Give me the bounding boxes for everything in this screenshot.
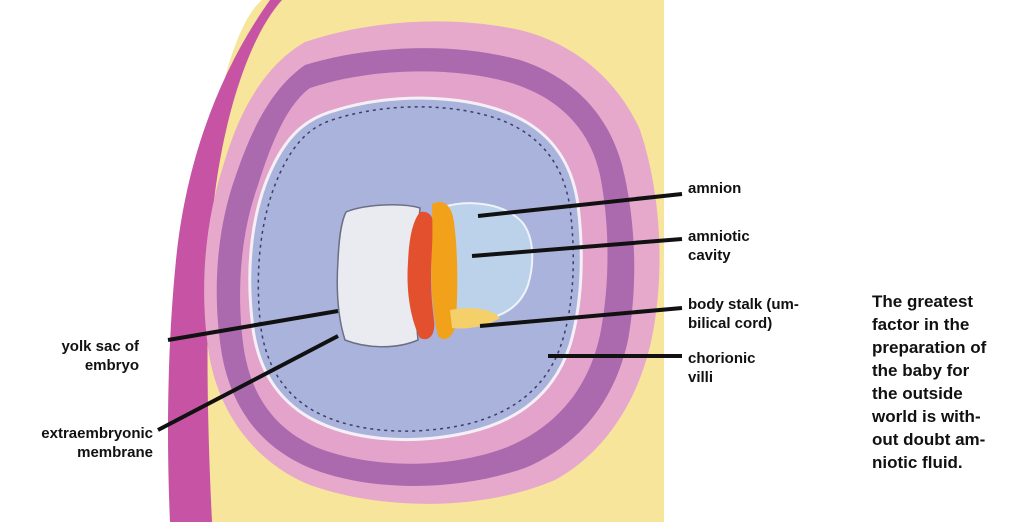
label-extraembryonic-membrane: extraembryonic membrane	[41, 424, 153, 462]
label-amniotic-cavity: amniotic cavity	[688, 227, 750, 265]
caption-text: The greatest factor in the preparation o…	[872, 290, 986, 474]
label-chorionic-villi: chorionic villi	[688, 349, 756, 387]
label-yolk-sac: yolk sac of embryo	[61, 337, 139, 375]
label-amnion: amnion	[688, 179, 741, 198]
label-body-stalk: body stalk (um- bilical cord)	[688, 295, 799, 333]
